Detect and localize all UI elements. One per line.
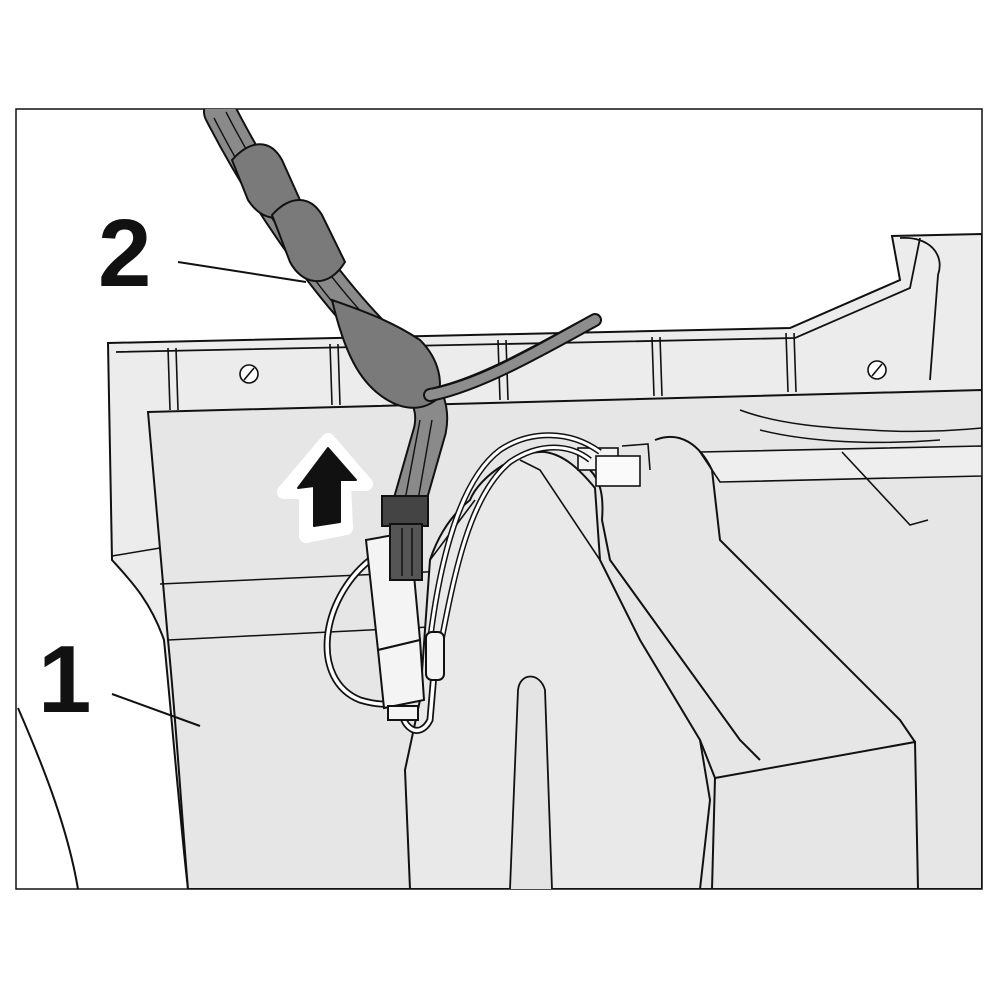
top-tray — [698, 445, 982, 483]
callout-label-2: 2 — [98, 200, 152, 307]
ramp-rail-right — [654, 435, 916, 743]
top-connector — [577, 443, 651, 487]
rim-lip — [111, 547, 161, 557]
ramp-front — [714, 740, 919, 889]
rim-ribs — [167, 332, 797, 411]
ramp-corner — [699, 739, 717, 889]
leader-line-2 — [177, 261, 307, 283]
rim-corner — [899, 237, 941, 381]
background-curve — [17, 707, 79, 889]
callout-label-1: 1 — [38, 626, 92, 733]
arrow-up-icon — [277, 433, 373, 543]
scene — [17, 109, 982, 889]
module-edge — [519, 459, 601, 561]
module-slot — [509, 675, 553, 889]
screw-hole-icon — [239, 360, 887, 384]
rear-wire — [739, 409, 982, 433]
black-connector — [381, 495, 429, 581]
rim-inner-edge — [115, 237, 921, 353]
ramp-rail-left — [589, 469, 761, 761]
rear-wire-2 — [759, 429, 941, 444]
cable-harness — [203, 109, 602, 517]
leader-line-1 — [111, 693, 201, 727]
tray-edge — [841, 451, 929, 526]
